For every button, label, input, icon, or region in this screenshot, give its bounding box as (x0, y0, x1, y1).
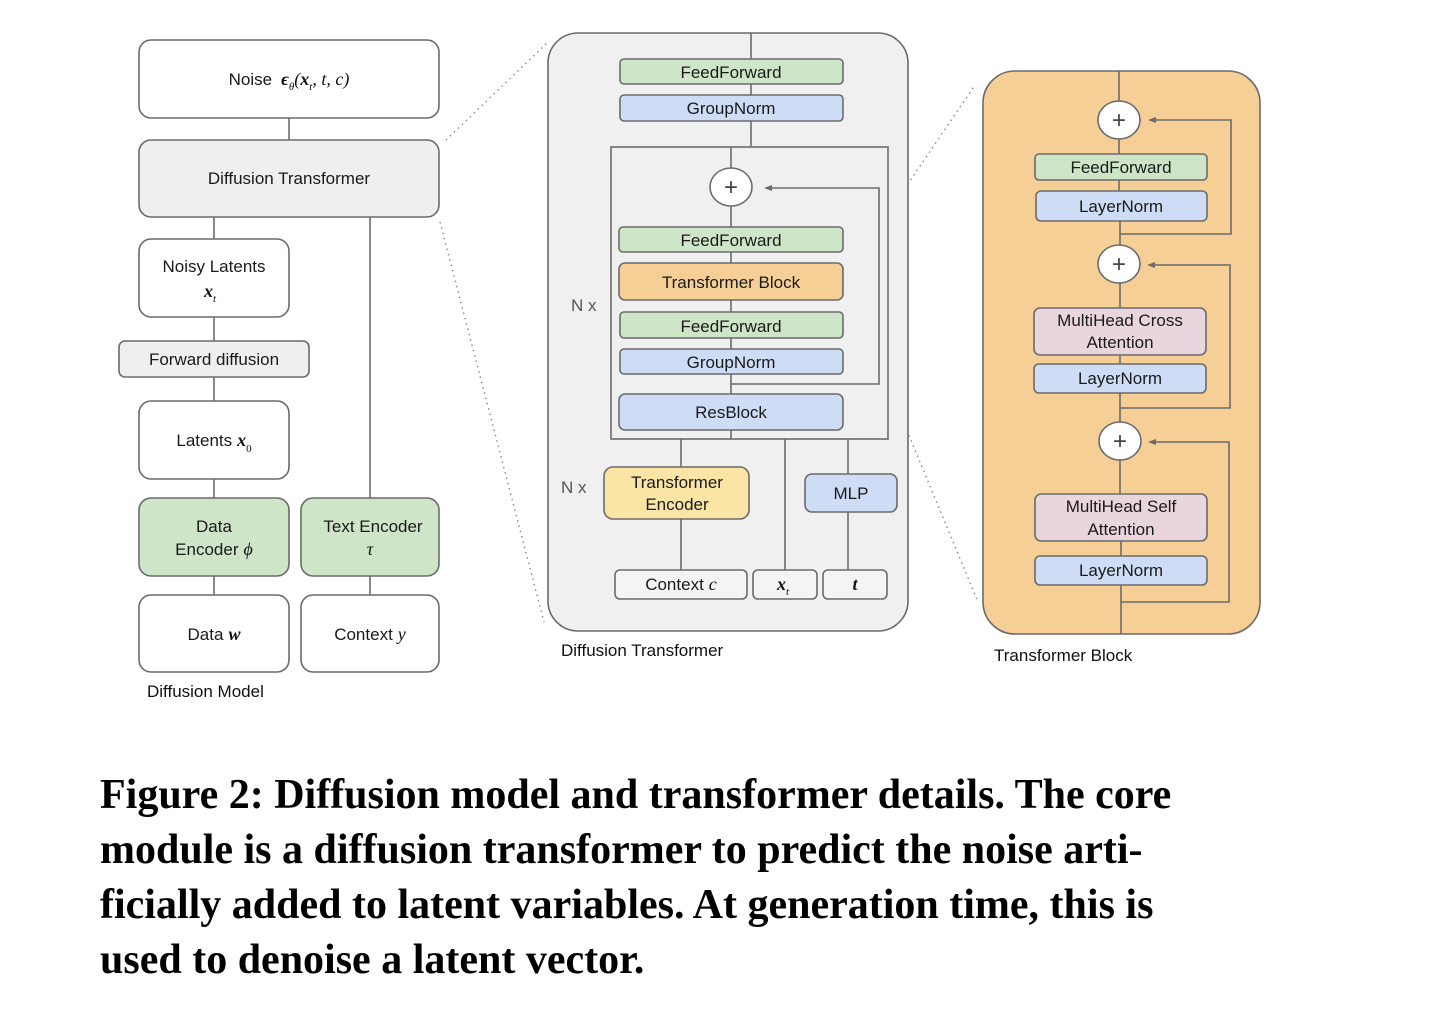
figure-caption-line: ficially added to latent variables. At g… (100, 882, 1154, 928)
transformer-encoder-box: Transformer Encoder (603, 466, 750, 520)
self-attention-label-line1: MultiHead Self (1066, 497, 1177, 516)
plus-icon: + (1112, 251, 1126, 278)
t-input-box: t (822, 569, 888, 600)
top-feedforward-box: FeedForward (619, 58, 844, 85)
top-groupnorm-label: GroupNorm (687, 99, 776, 118)
noisy-latents-label: Noisy Latents (163, 257, 266, 276)
inner-groupnorm-box: GroupNorm (619, 348, 844, 375)
text-encoder-var: τ (367, 539, 374, 559)
zoom-line-top-left (445, 41, 549, 141)
diffusion-transformer-caption: Diffusion Transformer (561, 641, 724, 660)
tb-layernorm-2-label: LayerNorm (1078, 369, 1162, 388)
transformer-encoder-label-line1: Transformer (631, 473, 723, 492)
cross-attention-box: MultiHead Cross Attention (1033, 307, 1207, 356)
figure-caption-line: Figure 2: Diffusion model and transforme… (100, 772, 1172, 818)
tb-layernorm-3-label: LayerNorm (1079, 561, 1163, 580)
figure-caption-line: used to denoise a latent vector. (100, 937, 645, 983)
add-node-2: + (1097, 244, 1141, 284)
noise-label: Noise ϵθ(xt, t, c) (229, 69, 350, 93)
repeat-block-frame (610, 146, 889, 440)
residual-skip-ff (1120, 119, 1232, 235)
self-attention-label-line2: Attention (1087, 520, 1154, 539)
plus-icon: + (1112, 107, 1126, 134)
transformer-encoder-label-line2: Encoder (645, 495, 709, 514)
diffusion-model-panel: Noise ϵθ(xt, t, c) Diffusion Transformer… (118, 39, 440, 701)
repeat-label-encoder: N x (561, 478, 587, 497)
inner-feedforward-1-box: FeedForward (618, 226, 844, 253)
transformer-block-box: Transformer Block (618, 262, 844, 301)
forward-diffusion-box: Forward diffusion (118, 340, 310, 378)
plus-icon: + (724, 174, 738, 201)
add-node-3: + (1098, 421, 1142, 461)
tb-feedforward-label: FeedForward (1070, 158, 1171, 177)
residual-skip-line (731, 187, 880, 385)
xt-input-box: xt (752, 569, 818, 600)
noisy-latents-box: Noisy Latents xt (138, 238, 290, 318)
resblock-label: ResBlock (695, 403, 767, 422)
mlp-box: MLP (804, 473, 898, 513)
tb-layernorm-2-box: LayerNorm (1033, 363, 1207, 394)
text-encoder-label: Text Encoder (323, 517, 423, 536)
residual-skip-cross-attn (1120, 264, 1231, 409)
t-input-label: t (852, 574, 858, 594)
transformer-block-panel: + + + FeedForward LayerNorm MultiHead Cr… (982, 70, 1261, 665)
top-feedforward-label: FeedForward (680, 63, 781, 82)
tb-layernorm-1-label: LayerNorm (1079, 197, 1163, 216)
plus-icon: + (1113, 428, 1127, 455)
repeat-label-blocks: N x (571, 296, 597, 315)
inner-feedforward-2-label: FeedForward (680, 317, 781, 336)
inner-feedforward-1-label: FeedForward (680, 231, 781, 250)
text-encoder-box: Text Encoder τ (300, 497, 440, 577)
transformer-block-label: Transformer Block (662, 273, 801, 292)
noise-prediction-box: Noise ϵθ(xt, t, c) (138, 39, 440, 119)
inner-feedforward-2-box: FeedForward (619, 311, 844, 339)
self-attention-box: MultiHead Self Attention (1034, 493, 1208, 542)
zoom-line-bottom-left (439, 221, 545, 623)
inner-groupnorm-label: GroupNorm (687, 353, 776, 372)
diffusion-transformer-panel: FeedForward GroupNorm + FeedForward Tran… (547, 32, 909, 660)
residual-arrowhead (764, 185, 772, 191)
architecture-figure: Noise ϵθ(xt, t, c) Diffusion Transformer… (118, 32, 1261, 701)
residual-skip-self-attn (1121, 441, 1230, 603)
cross-attention-label-line2: Attention (1086, 333, 1153, 352)
residual-add-node: + (709, 167, 753, 207)
diffusion-transformer-label: Diffusion Transformer (208, 169, 371, 188)
forward-diffusion-label: Forward diffusion (149, 350, 279, 369)
mlp-label: MLP (834, 484, 869, 503)
top-groupnorm-box: GroupNorm (619, 94, 844, 122)
add-node-1: + (1097, 100, 1141, 140)
cross-attention-label-line1: MultiHead Cross (1057, 311, 1183, 330)
data-encoder-label-line1: Data (196, 517, 232, 536)
figure-caption: Figure 2: Diffusion model and transforme… (100, 768, 1320, 988)
diffusion-transformer-box: Diffusion Transformer (138, 139, 440, 218)
noisy-latents-var: xt (203, 281, 217, 305)
tb-feedforward-box: FeedForward (1034, 153, 1208, 181)
xt-input-label: xt (776, 574, 790, 598)
noise-box-rect (138, 39, 440, 119)
tb-layernorm-3-box: LayerNorm (1034, 555, 1208, 586)
tb-layernorm-1-box: LayerNorm (1035, 190, 1208, 222)
diffusion-model-caption: Diffusion Model (147, 682, 264, 701)
resblock-box: ResBlock (618, 393, 844, 431)
figure-caption-line: module is a diffusion transformer to pre… (100, 827, 1143, 873)
transformer-block-caption: Transformer Block (994, 646, 1133, 665)
